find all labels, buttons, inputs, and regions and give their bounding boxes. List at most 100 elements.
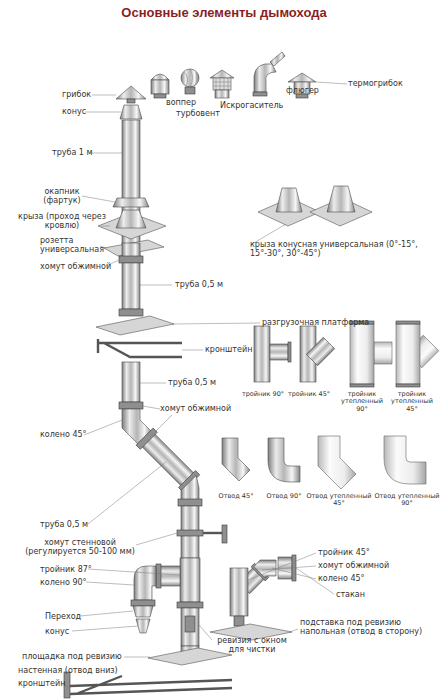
elbow-samples — [318, 436, 356, 489]
main-flue — [104, 240, 164, 256]
leader-line — [88, 462, 166, 524]
main-flue — [185, 616, 195, 632]
leader-line — [316, 82, 347, 84]
leader-line — [290, 629, 298, 632]
part-label: тройник утепленный 90° — [338, 391, 386, 413]
part-label: труба 0,5 м — [40, 520, 88, 529]
tee-samples — [288, 342, 291, 362]
part-label: разгрузочная платформа — [262, 318, 369, 327]
part-label: кронштейн — [18, 679, 65, 688]
tee-samples — [350, 324, 374, 384]
diagram-title: Основные элементы дымохода — [0, 5, 448, 20]
side-assembly — [210, 555, 296, 640]
part-label: тройник 45° — [286, 391, 332, 398]
chimney-caps — [181, 69, 199, 87]
part-label: турбовент — [176, 109, 220, 118]
leader-line — [80, 611, 133, 616]
part-label: Переход — [45, 612, 81, 621]
chimney-caps — [288, 73, 316, 82]
part-label: термогрибок — [348, 79, 403, 88]
main-flue — [131, 600, 155, 606]
main-flue — [113, 198, 149, 207]
leader-line — [82, 196, 115, 202]
main-flue — [158, 566, 180, 586]
chimney-caps — [151, 80, 169, 94]
leader-line — [86, 582, 134, 585]
part-label: флюгер — [286, 86, 319, 95]
chimney-caps — [213, 78, 231, 90]
leader-line — [136, 533, 177, 545]
tee-samples — [396, 324, 420, 384]
part-label: колено 45° — [318, 574, 365, 583]
chimney-caps — [120, 105, 142, 119]
part-label: Отвод 90° — [260, 493, 308, 500]
main-flue — [64, 120, 232, 698]
part-label: конус — [45, 627, 69, 636]
main-flue — [181, 475, 199, 500]
tee-samples — [396, 321, 420, 324]
part-label: воппер — [166, 98, 196, 107]
part-label: Искрогаситель — [220, 101, 283, 110]
part-label: хомут стенновой (регулируется 50-100 мм) — [24, 538, 136, 556]
main-flue — [222, 525, 227, 543]
leader-line — [100, 226, 110, 227]
part-label: окапник (фартук) — [40, 187, 84, 205]
part-label: грибок — [62, 90, 91, 99]
chimney-caps — [215, 90, 229, 98]
part-label: крыза (проход через кровлю) — [14, 212, 110, 230]
part-label: тройник утепленный 45° — [388, 391, 436, 413]
leader-line — [84, 420, 122, 435]
roof-flashings — [276, 188, 302, 212]
chimney-caps — [151, 74, 169, 80]
roof-flashings — [327, 186, 355, 212]
main-flue — [70, 676, 232, 694]
leader-line — [92, 95, 116, 96]
main-flue — [122, 243, 140, 257]
tee-samples — [374, 342, 392, 364]
main-flue — [177, 530, 203, 536]
part-label: подставка под ревизию напольная (отвод в… — [300, 618, 440, 636]
chimney-caps — [210, 70, 234, 78]
part-label: настенная (отвод вниз) — [18, 666, 118, 675]
main-flue — [119, 402, 143, 409]
tee-samples — [254, 326, 270, 382]
main-flue — [119, 256, 143, 263]
leader-line — [90, 153, 122, 154]
part-label: конус — [62, 107, 86, 116]
part-label: Отвод 45° — [212, 493, 260, 500]
main-flue — [133, 606, 153, 617]
main-flue — [136, 428, 157, 449]
leader-line — [124, 657, 150, 658]
part-label: труба 1 м — [52, 148, 93, 157]
tee-samples — [306, 337, 334, 365]
chimney-caps — [253, 92, 267, 96]
elbow-samples — [222, 436, 426, 489]
main-flue — [98, 339, 182, 357]
part-label: тройник 90° — [240, 391, 286, 398]
chimney-caps — [127, 99, 135, 103]
tee-samples — [270, 344, 288, 360]
elbow-samples — [268, 438, 300, 482]
part-label: тройник 87° — [40, 565, 92, 574]
main-flue — [96, 316, 174, 335]
tee-samples — [396, 384, 420, 387]
chimney-caps — [116, 86, 146, 99]
main-flue — [156, 564, 161, 588]
main-flue — [134, 566, 156, 600]
chimney-caps — [154, 94, 166, 98]
part-label: колено 45° — [40, 430, 87, 439]
part-label: площадка под ревизию — [22, 652, 122, 661]
elbow-samples — [384, 436, 426, 484]
part-label: труба 0,5 м — [175, 280, 223, 289]
leader-line — [72, 626, 138, 631]
part-label: Отвод утепленный 45° — [306, 493, 372, 508]
leader-line — [262, 566, 316, 570]
part-label: тройник 45° — [318, 548, 370, 557]
tee-samples — [350, 384, 374, 387]
side-assembly — [292, 555, 296, 581]
main-flue — [180, 558, 200, 602]
part-label: колено 90° — [40, 578, 87, 587]
main-flue — [136, 619, 150, 633]
leader-line — [199, 625, 212, 640]
